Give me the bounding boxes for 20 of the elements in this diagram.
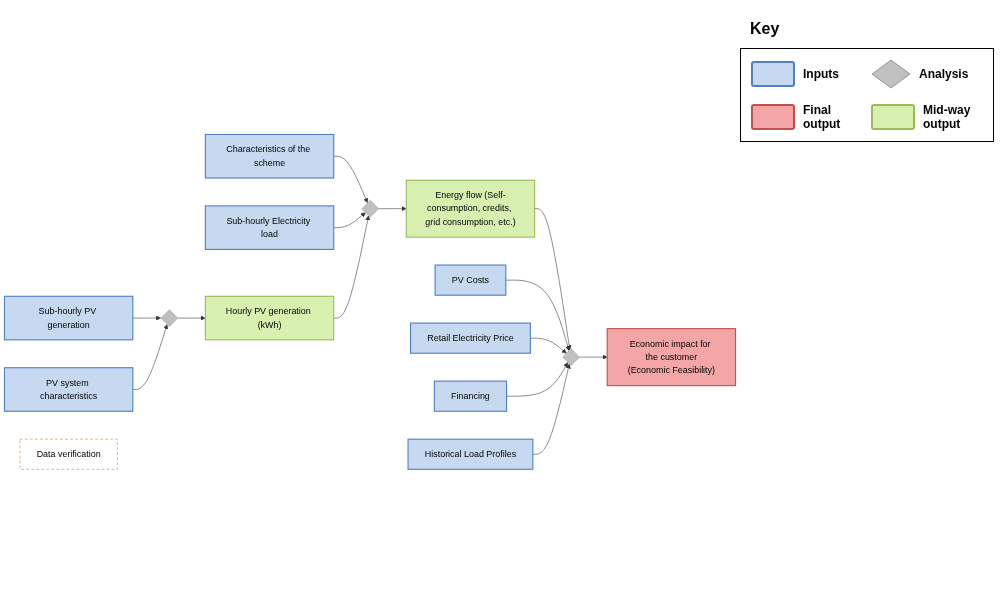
node-box: Hourly PV generation (kWh) bbox=[204, 295, 335, 341]
node-box: Data verification bbox=[19, 438, 118, 470]
node-box: PV system characteristics bbox=[3, 367, 134, 412]
node-box: PV Costs bbox=[434, 264, 507, 296]
node-diamond bbox=[160, 309, 179, 327]
legend-label: Final output bbox=[803, 103, 842, 131]
legend-label: Inputs bbox=[803, 67, 839, 81]
legend-heading: Key bbox=[750, 20, 780, 38]
legend-label: Analysis bbox=[919, 67, 969, 81]
node-box: Financing bbox=[433, 380, 508, 412]
node-box: Historical Load Profiles bbox=[407, 438, 534, 470]
node-box: Energy flow (Self-consumption, credits, grid consumption, etc.) bbox=[405, 179, 536, 238]
node-diamond bbox=[562, 348, 580, 366]
legend-label: Mid-way output bbox=[923, 103, 972, 131]
node-box: Sub-hourly Electricity load bbox=[204, 205, 335, 251]
node-diamond bbox=[361, 200, 379, 218]
node-box: Retail Electricity Price bbox=[410, 322, 531, 354]
node-box: Economic impact for the customer (Economic Feasibility) bbox=[606, 328, 737, 387]
node-box: Characteristics of the scheme bbox=[204, 134, 335, 179]
node-box: Sub-hourly PV generation bbox=[3, 295, 134, 341]
